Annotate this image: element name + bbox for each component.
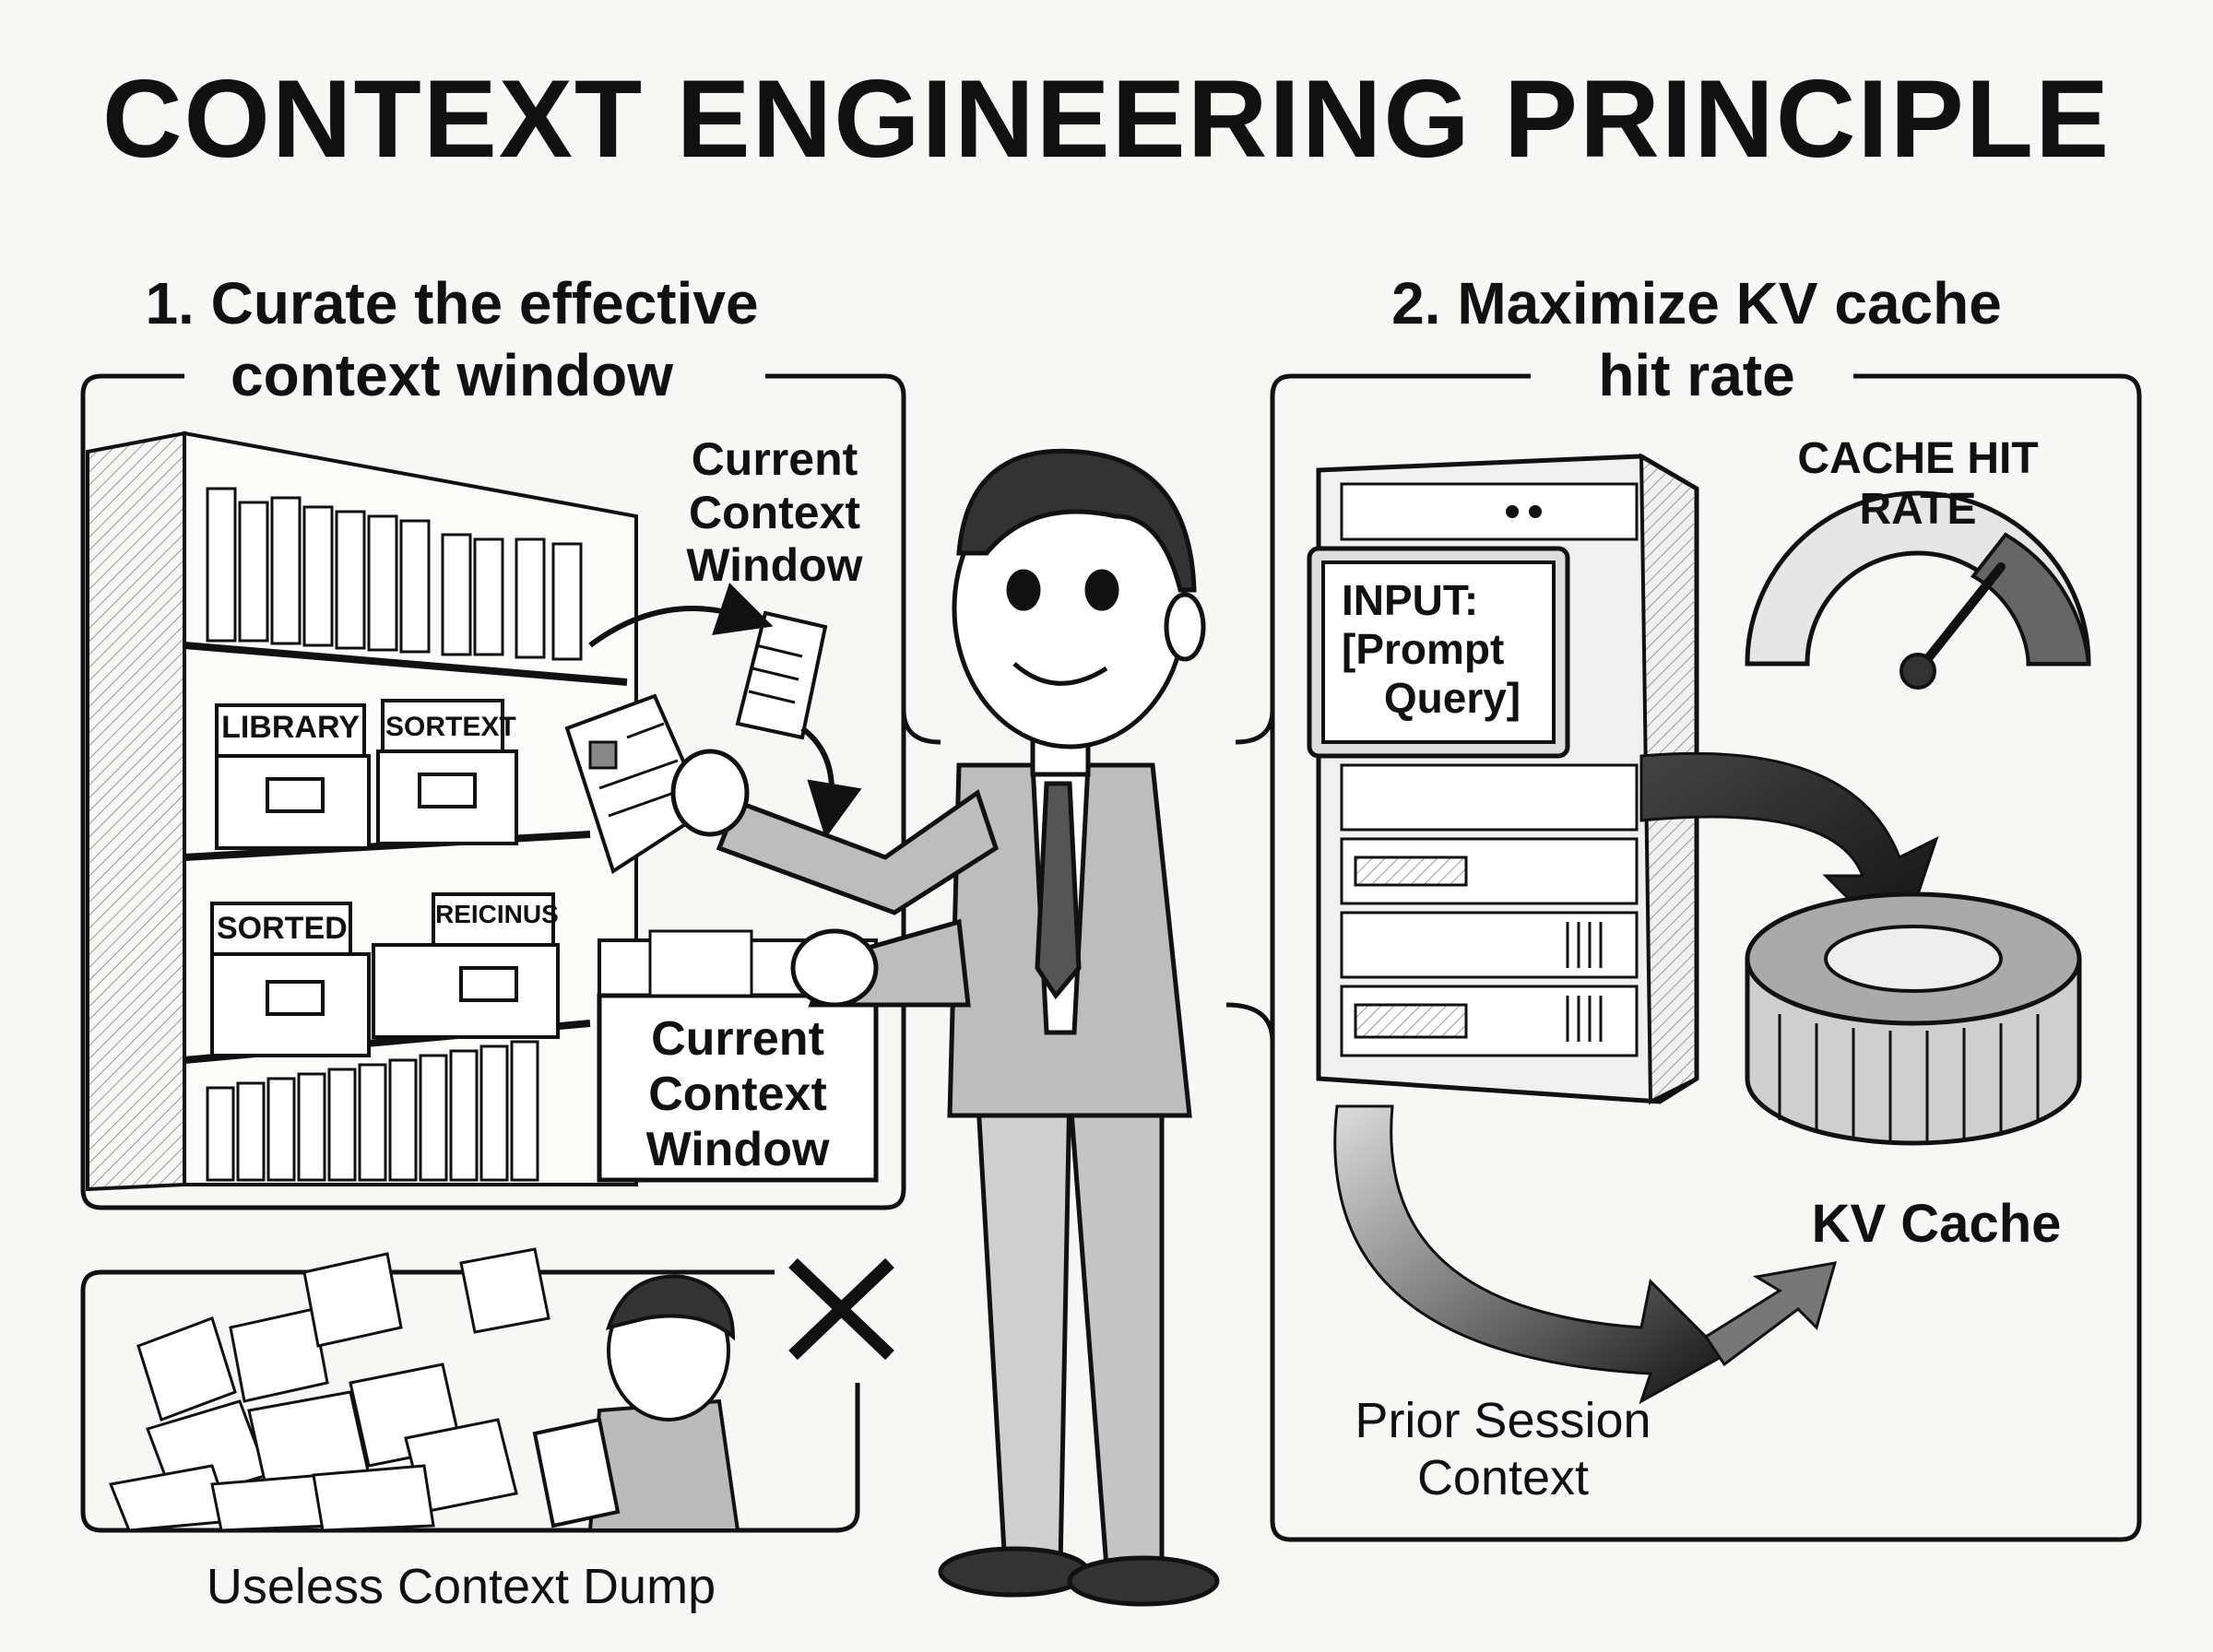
shelf-label-reicinus: REICINUS [435, 900, 559, 928]
dump-frame [80, 1269, 860, 1533]
arrow-to-top-window [588, 583, 774, 648]
connector-bottom [1225, 1002, 1275, 1043]
prior-line1: Prior Session [1355, 1393, 1651, 1448]
document-held [564, 693, 708, 875]
arrow-to-bottom-window [800, 726, 862, 839]
box-reicinus [372, 892, 560, 1039]
ctx-top-line2: Context [688, 486, 861, 538]
context-window-box [597, 929, 879, 1183]
connector-left [901, 461, 941, 745]
ctx-box-line2: Context [648, 1067, 827, 1121]
input-line2: [Prompt [1342, 624, 1505, 673]
document-upper [735, 610, 828, 740]
kv-cache-disk [1745, 891, 2082, 1146]
bookshelf [86, 431, 638, 1192]
dump-label: Useless Context Dump [206, 1559, 716, 1614]
gauge-needle [1913, 562, 2006, 676]
ctx-box-line3: Window [645, 1122, 830, 1176]
right-heading-line1: 2. Maximize KV cache [1391, 270, 2002, 336]
left-heading-line1: 1. Curate the effective [145, 270, 759, 336]
person [670, 448, 1220, 1607]
right-frame [1270, 373, 2142, 1542]
ctx-top-line3: Window [686, 539, 863, 591]
server-tower [1307, 453, 1699, 1105]
input-line1: INPUT: [1342, 576, 1479, 624]
ctx-box-line1: Current [651, 1012, 824, 1066]
kv-cache-label: KV Cache [1811, 1194, 2062, 1254]
arrow-up-kv [1703, 1261, 1838, 1367]
gauge-label: CACHE HIT RATE [1797, 434, 2039, 535]
x-icon [788, 1257, 894, 1361]
shelf-label-library: LIBRARY [221, 710, 360, 745]
shelf-label-sortext: SORTEXT [385, 712, 516, 742]
current-context-top-label: Current Context Window [664, 433, 885, 593]
paper-pile [108, 1247, 550, 1532]
current-context-box-label: Current Context Window [599, 1012, 876, 1177]
left-frame [80, 373, 906, 1210]
right-heading-line2: hit rate [1598, 342, 1795, 408]
page-title: CONTEXT ENGINEERING PRINCIPLE [101, 57, 2112, 181]
arrow-from-prior [1333, 1104, 1727, 1405]
left-heading-line2: context window [231, 342, 673, 408]
gauge [1745, 490, 2091, 690]
left-heading: 1. Curate the effective context window [83, 267, 821, 411]
input-line3: Query] [1383, 673, 1521, 722]
box-sortext [376, 699, 518, 845]
prior-line2: Context [1416, 1450, 1590, 1506]
box-library [215, 703, 371, 850]
input-box-label: INPUT: [Prompt Query] [1328, 576, 1563, 723]
ctx-top-line1: Current [691, 433, 858, 485]
prior-session-label: Prior Session Context [1309, 1392, 1697, 1506]
shelf-label-sorted: SORTED [217, 911, 348, 946]
connector-right [1235, 645, 1275, 745]
right-heading: 2. Maximize KV cache hit rate [1328, 267, 2065, 411]
worried-person [532, 1274, 740, 1532]
box-sorted [210, 902, 371, 1057]
